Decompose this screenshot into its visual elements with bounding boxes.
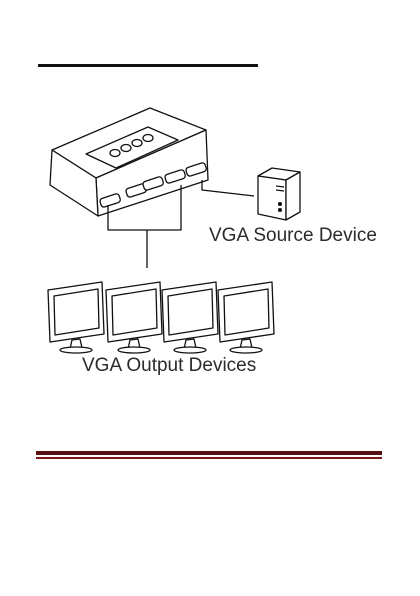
source-cable xyxy=(202,180,254,196)
monitor-3 xyxy=(162,282,218,353)
footer-rule-dark xyxy=(36,451,382,455)
footer-rule xyxy=(36,451,382,461)
footer-rule-light xyxy=(36,457,382,459)
vga-source-device-icon xyxy=(258,168,300,220)
monitor-1 xyxy=(48,282,104,353)
vga-source-device-label: VGA Source Device xyxy=(209,225,377,247)
monitor-2 xyxy=(106,282,162,353)
vga-splitter-box xyxy=(50,108,208,216)
vga-output-monitors xyxy=(48,282,274,353)
monitor-4 xyxy=(218,282,274,353)
vga-output-devices-label: VGA Output Devices xyxy=(82,355,256,377)
